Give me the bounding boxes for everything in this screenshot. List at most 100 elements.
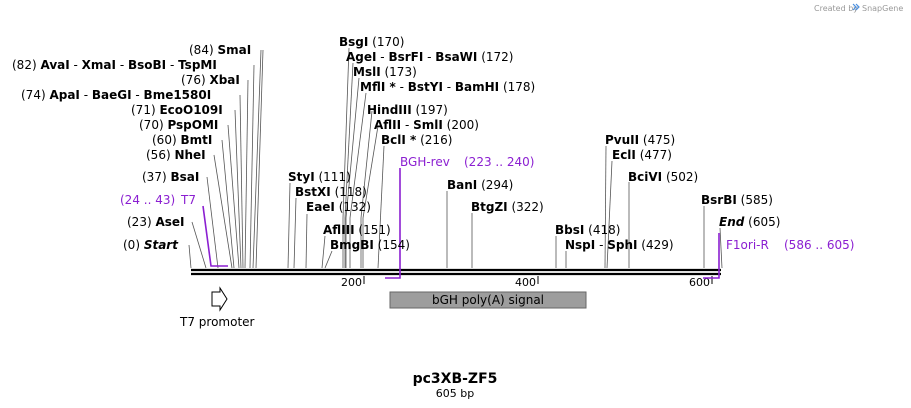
enzyme-position: (216) [416,133,452,147]
enzyme-label-bsgi: BsgI (170) [339,35,404,49]
t7-promoter: T7 promoter [179,286,255,329]
enzyme-name: AgeI [346,50,376,64]
enzyme-label-mfli: MflI * - BstYI - BamHI (178) [360,80,535,94]
enzyme-label-smai: (84) SmaI [189,43,251,57]
enzyme-position: (82) [12,58,40,72]
enzyme-position: (200) [443,118,479,132]
enzyme-position: (0) [123,238,144,252]
enzyme-position: (23) [127,215,155,229]
enzyme-connectors [188,47,723,269]
enzyme-separator: - [443,80,455,94]
enzyme-position: (151) [355,223,391,237]
enzyme-name: MflI * [360,80,396,94]
bgh-polya-feature: bGH poly(A) signal [389,291,587,309]
bgh-rev-name: BGH-rev [400,155,450,169]
enzyme-label-afliii: AflIII (151) [323,223,391,237]
bgh-rev-range: (223 .. 240) [464,155,534,169]
enzyme-label-xbai: (76) XbaI [181,73,240,87]
tick-label: 400 [515,276,536,289]
enzyme-name: End [719,215,745,229]
enzyme-position: (118) [331,185,367,199]
enzyme-name: BsgI [339,35,368,49]
enzyme-name: Start [144,238,179,252]
enzyme-labels: (0) Start (23) AseI (37) BsaI (56) NheI … [12,35,780,252]
enzyme-label-apai: (74) ApaI - BaeGI - Bme1580I [21,88,211,102]
f1ori-r-name: F1ori-R [726,238,769,252]
enzyme-name: BstXI [295,185,331,199]
enzyme-name: BtgZI [471,200,508,214]
plasmid-title: pc3XB-ZF5 [413,371,498,387]
enzyme-name: XmaI [82,58,116,72]
enzyme-label-bani: BanI (294) [447,178,513,192]
enzyme-label-bsai: (37) BsaI [142,170,199,184]
primer-f1ori-r [703,233,720,279]
enzyme-name: BbsI [555,223,584,237]
enzyme-label-nhei: (56) NheI [146,148,206,162]
enzyme-separator: - [166,58,178,72]
enzyme-label-aflii: AflII - SmlI (200) [374,118,479,132]
enzyme-position: (418) [584,223,620,237]
enzyme-name: BsaI [170,170,199,184]
bgh-polya-label: bGH poly(A) signal [432,293,544,307]
t7-primer-range: (24 .. 43) [120,193,175,207]
enzyme-name: BciVI [628,170,662,184]
enzyme-label-bsrbi: BsrBI (585) [701,193,773,207]
enzyme-position: (429) [637,238,673,252]
enzyme-name: PspOMI [167,118,218,132]
enzyme-name: BsrBI [701,193,737,207]
credit: Created by SnapGene [814,3,903,13]
enzyme-label-bmgbi: BmgBI (154) [330,238,410,252]
enzyme-position: (56) [146,148,174,162]
enzyme-label-msli: MslI (173) [353,65,417,79]
enzyme-separator: - [423,50,435,64]
promoter-arrow-icon [211,286,228,312]
enzyme-separator: - [132,88,144,102]
enzyme-label-bcli: BclI * (216) [381,133,452,147]
enzyme-position: (477) [636,148,672,162]
enzyme-label-avai: (82) AvaI - XmaI - BsoBI - TspMI [12,58,217,72]
enzyme-name: BamHI [455,80,499,94]
enzyme-position: (154) [374,238,410,252]
credit-brand: SnapGene [862,4,903,13]
enzyme-label-start: (0) Start [123,238,179,252]
enzyme-position: (294) [477,178,513,192]
enzyme-position: (178) [499,80,535,94]
enzyme-position: (605) [744,215,780,229]
enzyme-position: (84) [189,43,217,57]
enzyme-name: EcoO109I [159,103,222,117]
enzyme-name: BmtI [180,133,212,147]
enzyme-label-bcivi: BciVI (502) [628,170,698,184]
enzyme-label-hindiii: HindIII (197) [367,103,448,117]
enzyme-name: ApaI [49,88,79,102]
enzyme-name: BaeGI [92,88,132,102]
enzyme-label-nspi: NspI - SphI (429) [565,238,674,252]
enzyme-name: TspMI [178,58,217,72]
enzyme-position: (37) [142,170,170,184]
enzyme-position: (197) [412,103,448,117]
enzyme-name: HindIII [367,103,412,117]
enzyme-name: EaeI [306,200,335,214]
enzyme-separator: - [80,88,92,102]
enzyme-separator: - [401,118,413,132]
enzyme-label-agei: AgeI - BsrFI - BsaWI (172) [346,50,513,64]
ruler: 200 400 600 [341,276,713,289]
enzyme-separator: - [70,58,82,72]
enzyme-position: (111) [315,170,351,184]
enzyme-label-asei: (23) AseI [127,215,185,229]
t7-promoter-label: T7 promoter [179,315,255,329]
enzyme-position: (170) [368,35,404,49]
enzyme-separator: - [116,58,128,72]
enzyme-label-pvuii: PvuII (475) [605,133,675,147]
enzyme-label-ecli: EclI (477) [612,148,672,162]
enzyme-position: (475) [639,133,675,147]
enzyme-name: SmaI [217,43,251,57]
tick-label: 200 [341,276,362,289]
enzyme-name: StyI [288,170,315,184]
enzyme-position: (74) [21,88,49,102]
enzyme-position: (585) [737,193,773,207]
enzyme-label-end: End (605) [719,215,780,229]
enzyme-name: BsoBI [128,58,166,72]
enzyme-name: BsaWI [435,50,477,64]
plasmid-size: 605 bp [436,387,474,400]
